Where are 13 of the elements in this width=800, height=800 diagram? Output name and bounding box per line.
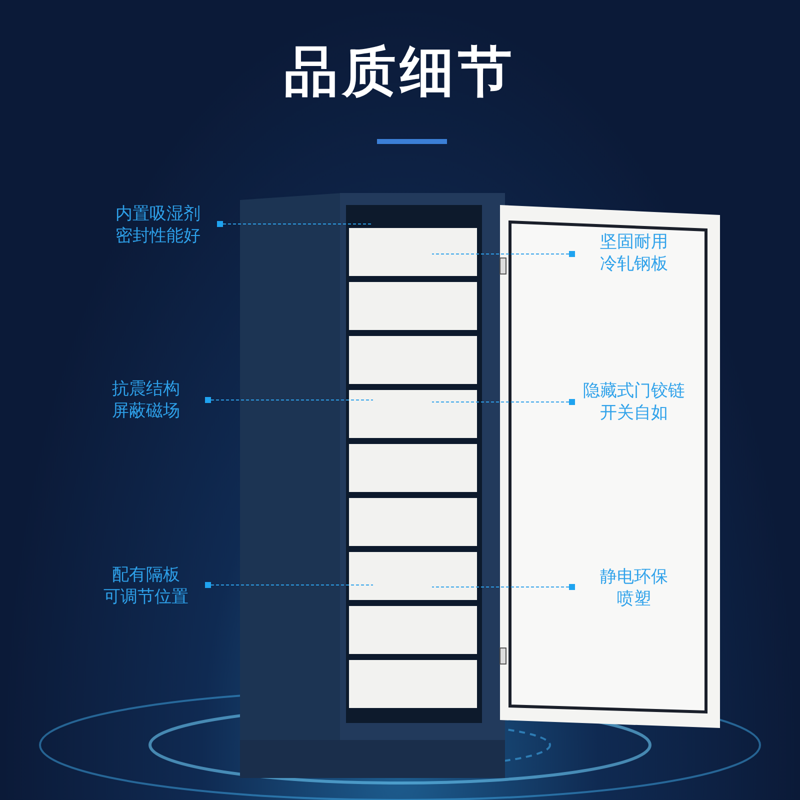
leader-line	[432, 584, 575, 590]
leader-line	[432, 399, 575, 405]
callout-text: 抗震结构屏蔽磁场	[92, 378, 200, 422]
callout-text: 配有隔板可调节位置	[92, 564, 200, 608]
callout-text: 内置吸湿剂密封性能好	[104, 203, 212, 247]
leader-line	[205, 582, 374, 588]
leader-line	[217, 221, 374, 227]
leader-line	[205, 397, 374, 403]
callout-text: 静电环保喷塑	[580, 566, 688, 610]
leader-line	[432, 251, 575, 257]
page-title: 品质细节	[283, 39, 517, 105]
callout-text: 隐藏式门铰链开关自如	[580, 380, 688, 424]
callout-text: 坚固耐用冷轧钢板	[580, 231, 688, 275]
